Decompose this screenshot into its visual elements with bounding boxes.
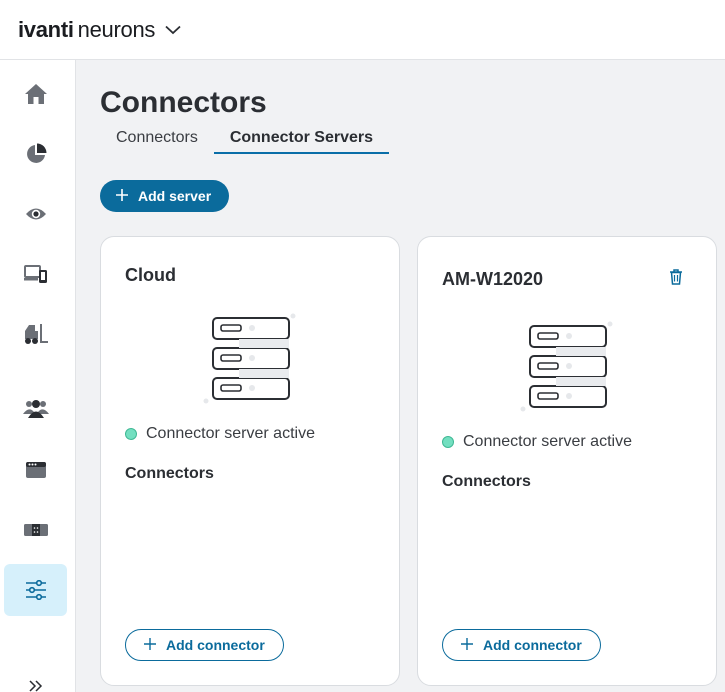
status-active-icon: [125, 428, 137, 440]
card-title: Cloud: [125, 265, 176, 285]
add-connector-label: Add connector: [166, 637, 265, 653]
plus-icon: [144, 637, 156, 653]
main-content: Connectors Connectors Connector Servers …: [76, 60, 725, 692]
server-rack-illustration: [520, 321, 616, 418]
add-connector-button[interactable]: Add connector: [442, 629, 601, 661]
sidebar-item-settings[interactable]: [4, 564, 67, 616]
status-text: Connector server active: [463, 433, 632, 450]
add-connector-label: Add connector: [483, 637, 582, 653]
server-rack-illustration: [203, 313, 299, 410]
connectors-section-label: Connectors: [442, 473, 531, 490]
forklift-icon: [23, 323, 49, 345]
status-text: Connector server active: [146, 425, 315, 442]
add-connector-button[interactable]: Add connector: [125, 629, 284, 661]
sidebar-item-apps[interactable]: [4, 444, 67, 496]
sidebar-item-discovery[interactable]: [4, 188, 67, 240]
server-status: Connector server active: [442, 433, 632, 451]
pie-chart-icon: [25, 143, 47, 165]
sliders-icon: [25, 580, 47, 600]
plus-icon: [461, 637, 473, 653]
trash-icon: [669, 269, 683, 289]
brand-name-light: neurons: [77, 16, 156, 42]
brand-name-bold: ivanti: [18, 16, 74, 42]
product-switcher[interactable]: ivanti neurons: [18, 17, 181, 43]
delete-server-button[interactable]: [669, 269, 683, 290]
module-icon: [23, 523, 49, 537]
tab-bar: Connectors Connector Servers: [100, 126, 389, 154]
sidebar-item-home[interactable]: [4, 68, 67, 120]
tab-connectors[interactable]: Connectors: [116, 129, 198, 146]
sidebar-expand-button[interactable]: [4, 666, 67, 692]
add-server-label: Add server: [138, 188, 212, 204]
sidebar-item-users[interactable]: [4, 382, 67, 434]
double-chevron-right-icon: [28, 680, 43, 692]
sidebar-item-modules[interactable]: [4, 504, 67, 556]
eye-icon: [25, 206, 47, 222]
server-card-cloud: Cloud Connector server active Co: [100, 236, 400, 686]
plus-icon: [116, 188, 128, 204]
users-icon: [22, 398, 49, 418]
top-bar: ivanti neurons: [0, 0, 725, 60]
devices-icon: [23, 264, 48, 284]
add-server-button[interactable]: Add server: [100, 180, 230, 212]
status-active-icon: [442, 436, 454, 448]
server-card-am-w12020: AM-W12020: [417, 236, 717, 686]
sidebar-nav: [0, 60, 76, 692]
tab-connector-servers[interactable]: Connector Servers: [213, 126, 389, 154]
home-icon: [24, 83, 48, 105]
card-title: AM-W12020: [442, 269, 544, 289]
page-title: Connectors: [100, 86, 267, 119]
connectors-section-label: Connectors: [125, 465, 214, 482]
browser-window-icon: [25, 461, 47, 479]
chevron-down-icon: [165, 25, 181, 35]
server-status: Connector server active: [125, 425, 315, 443]
sidebar-item-analytics[interactable]: [4, 128, 67, 180]
sidebar-item-assets[interactable]: [4, 308, 67, 360]
sidebar-item-devices[interactable]: [4, 248, 67, 300]
